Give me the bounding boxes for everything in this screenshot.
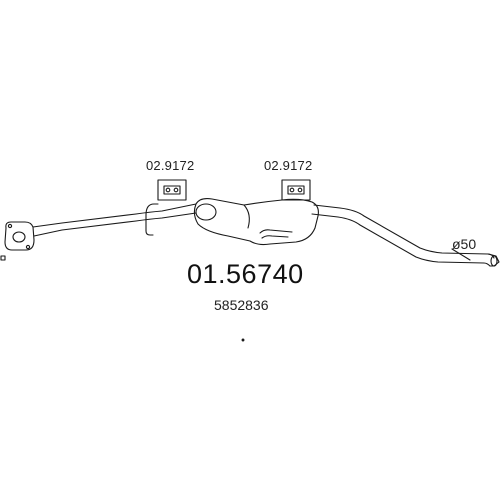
- rubber-hanger-right: [281, 179, 311, 201]
- silencer-body: [193, 198, 319, 246]
- diameter-leader: [451, 248, 471, 261]
- main-part-number: 01.56740: [187, 259, 304, 289]
- rubber-hanger-left: [157, 179, 187, 201]
- outlet-tip: [487, 253, 500, 267]
- inlet-flange: [4, 221, 35, 251]
- hanger-left-part-number: 02.9172: [146, 158, 195, 173]
- left-edge-mark: [0, 255, 6, 261]
- oem-part-number: 5852836: [214, 297, 269, 313]
- stray-dot: [241, 338, 245, 342]
- pipe-diameter-label: ø50: [452, 236, 477, 252]
- hanger-right-part-number: 02.9172: [264, 158, 313, 173]
- hanger-pin-left: [145, 203, 159, 236]
- front-pipe: [32, 203, 197, 237]
